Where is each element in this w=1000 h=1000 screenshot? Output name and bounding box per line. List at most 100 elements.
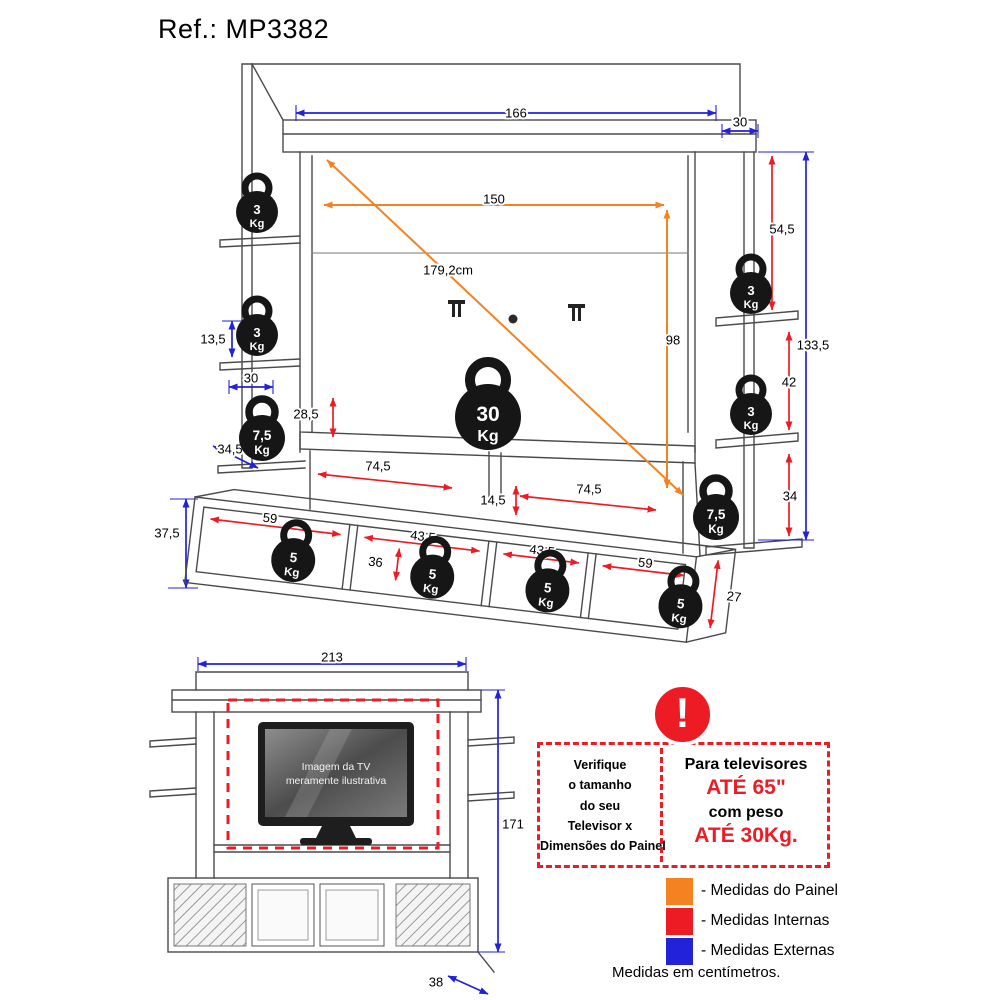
svg-text:3: 3: [747, 283, 754, 298]
open-compartments: [251, 883, 385, 947]
dim-top-width: 166: [295, 104, 717, 123]
legend-item-internal: - Medidas Internas: [666, 907, 829, 935]
dim-right-gap-mid: 42: [780, 331, 798, 431]
warning-line: Verifique: [573, 758, 627, 772]
dim-left-gap-label: 13,5: [200, 332, 225, 347]
dim-niche-height: 14,5: [478, 485, 520, 516]
legend-label-external: - Medidas Externas: [701, 942, 835, 959]
warning-right-text: Para televisores ATÉ 65" com peso ATÉ 30…: [665, 752, 827, 848]
dim-front-width: 213: [197, 648, 467, 671]
svg-text:Kg: Kg: [538, 596, 555, 610]
dim-niche-right: 74,5: [519, 480, 657, 513]
svg-text:Kg: Kg: [250, 341, 265, 353]
dim-panel-width-label: 150: [483, 192, 505, 207]
dim-cabinet-height-label: 37,5: [154, 526, 179, 541]
dim-comp1-width-label: 59: [262, 510, 278, 527]
svg-text:Kg: Kg: [254, 445, 269, 457]
svg-text:3: 3: [253, 325, 260, 340]
dim-front-depth-label: 38: [429, 975, 443, 990]
dim-niche-height-label: 14,5: [480, 493, 505, 508]
tv-illustration: Imagem da TV meramente ilustrativa: [226, 698, 440, 850]
weight-5kg: 5 Kg: [410, 535, 455, 599]
dim-front-height: 171: [478, 689, 526, 953]
svg-text:5: 5: [289, 550, 299, 566]
panel-color-swatch: [666, 877, 693, 905]
dim-front-height-label: 171: [502, 817, 524, 832]
weight-5kg: 5 Kg: [271, 519, 316, 583]
svg-text:Kg: Kg: [671, 612, 688, 626]
front-view-structure: [149, 671, 515, 973]
svg-text:30: 30: [476, 403, 499, 426]
main-diagram: 166 30 133,5 13,5 30: [152, 63, 831, 644]
mount-hook-icon: [448, 300, 465, 317]
exclamation-icon: !: [651, 683, 714, 746]
warning-line: do seu: [579, 798, 621, 813]
weight-7-5kg: 7,5 Kg: [239, 395, 285, 461]
weight-5kg: 5 Kg: [525, 549, 570, 613]
tv-size-warning-box: [537, 742, 830, 868]
dim-comp1-width: 59: [210, 508, 342, 537]
warning-weight-text: com peso: [708, 804, 784, 821]
weight-5kg: 5 Kg: [658, 565, 703, 629]
tv-note-line1: Imagem da TV: [302, 761, 371, 773]
svg-text:3: 3: [747, 404, 754, 419]
svg-text:5: 5: [428, 566, 438, 582]
svg-text:Kg: Kg: [250, 218, 265, 230]
dim-left-gap: 13,5: [198, 320, 242, 358]
dim-left-shelf-depth: 30: [228, 369, 274, 394]
cable-hole-icon: [508, 314, 518, 324]
svg-text:7,5: 7,5: [253, 428, 272, 443]
svg-text:Kg: Kg: [422, 583, 439, 597]
dim-cab-inner-height: 27: [707, 559, 744, 629]
tv-note-line2: meramente ilustrativa: [286, 775, 387, 787]
dim-left-shelf-depth-label: 30: [244, 371, 258, 386]
legend-label-internal: - Medidas Internas: [701, 912, 830, 929]
dim-right-gap-mid-label: 42: [782, 375, 796, 390]
dim-comp4-width: 59: [602, 552, 685, 578]
dim-comp2-inner-label: 36: [368, 554, 384, 571]
dim-niche-left-label: 74,5: [365, 459, 390, 474]
tv-max-area-outline: [226, 698, 440, 850]
dim-left-bottom-depth: 34,5: [212, 440, 259, 469]
dim-front-width-label: 213: [321, 650, 343, 665]
dim-niche-left: 74,5: [317, 457, 453, 491]
dim-top-depth-label: 30: [733, 115, 747, 130]
svg-text:5: 5: [676, 596, 686, 612]
dim-total-height: 133,5: [758, 151, 831, 541]
warning-line: o tamanho: [568, 778, 632, 793]
external-color-swatch: [666, 937, 693, 965]
weight-3kg: 3 Kg: [236, 172, 278, 233]
mirror-door-left: [173, 883, 247, 947]
legend-item-external: - Medidas Externas: [666, 937, 835, 965]
weight-7-5kg: 7,5 Kg: [693, 474, 739, 540]
dim-comp2-inner: 36: [366, 548, 402, 581]
warning-left-text: Verifique o tamanho do seu Televisor x D…: [540, 755, 666, 856]
warning-tv-size: ATÉ 65": [706, 776, 786, 799]
dim-panel-diagonal-label: 179,2cm: [423, 263, 473, 278]
warning-weight-limit: ATÉ 30Kg.: [694, 824, 798, 847]
svg-text:Kg: Kg: [744, 299, 759, 311]
wall-panel-structure: [217, 63, 803, 557]
weight-3kg: 3 Kg: [236, 295, 278, 356]
weight-3kg: 3 Kg: [730, 253, 772, 314]
warning-tv-text: Para televisores: [684, 756, 808, 773]
dim-cab-inner-height-label: 27: [726, 588, 742, 605]
dim-right-gap-top-label: 54,5: [769, 222, 794, 237]
dim-left-bottom-depth-label: 34,5: [217, 442, 242, 457]
svg-text:Kg: Kg: [744, 420, 759, 432]
dim-comp4-width-label: 59: [637, 554, 653, 571]
dim-front-depth: 38: [427, 973, 489, 995]
dim-left-inner: 28,5: [291, 397, 337, 438]
dim-panel-height: 98: [663, 209, 682, 489]
dim-total-height-label: 133,5: [797, 338, 830, 353]
warning-line: Televisor x: [567, 818, 633, 833]
dim-right-gap-bottom-label: 34: [783, 489, 797, 504]
svg-text:5: 5: [543, 580, 553, 596]
dim-right-gap-top: 54,5: [767, 155, 797, 311]
front-view-diagram: Imagem da TV meramente ilustrativa 213 1…: [149, 648, 526, 995]
dim-cabinet-height: 37,5: [152, 498, 198, 589]
svg-text:Kg: Kg: [283, 566, 300, 580]
units-note: Medidas em centímetros.: [612, 964, 781, 981]
